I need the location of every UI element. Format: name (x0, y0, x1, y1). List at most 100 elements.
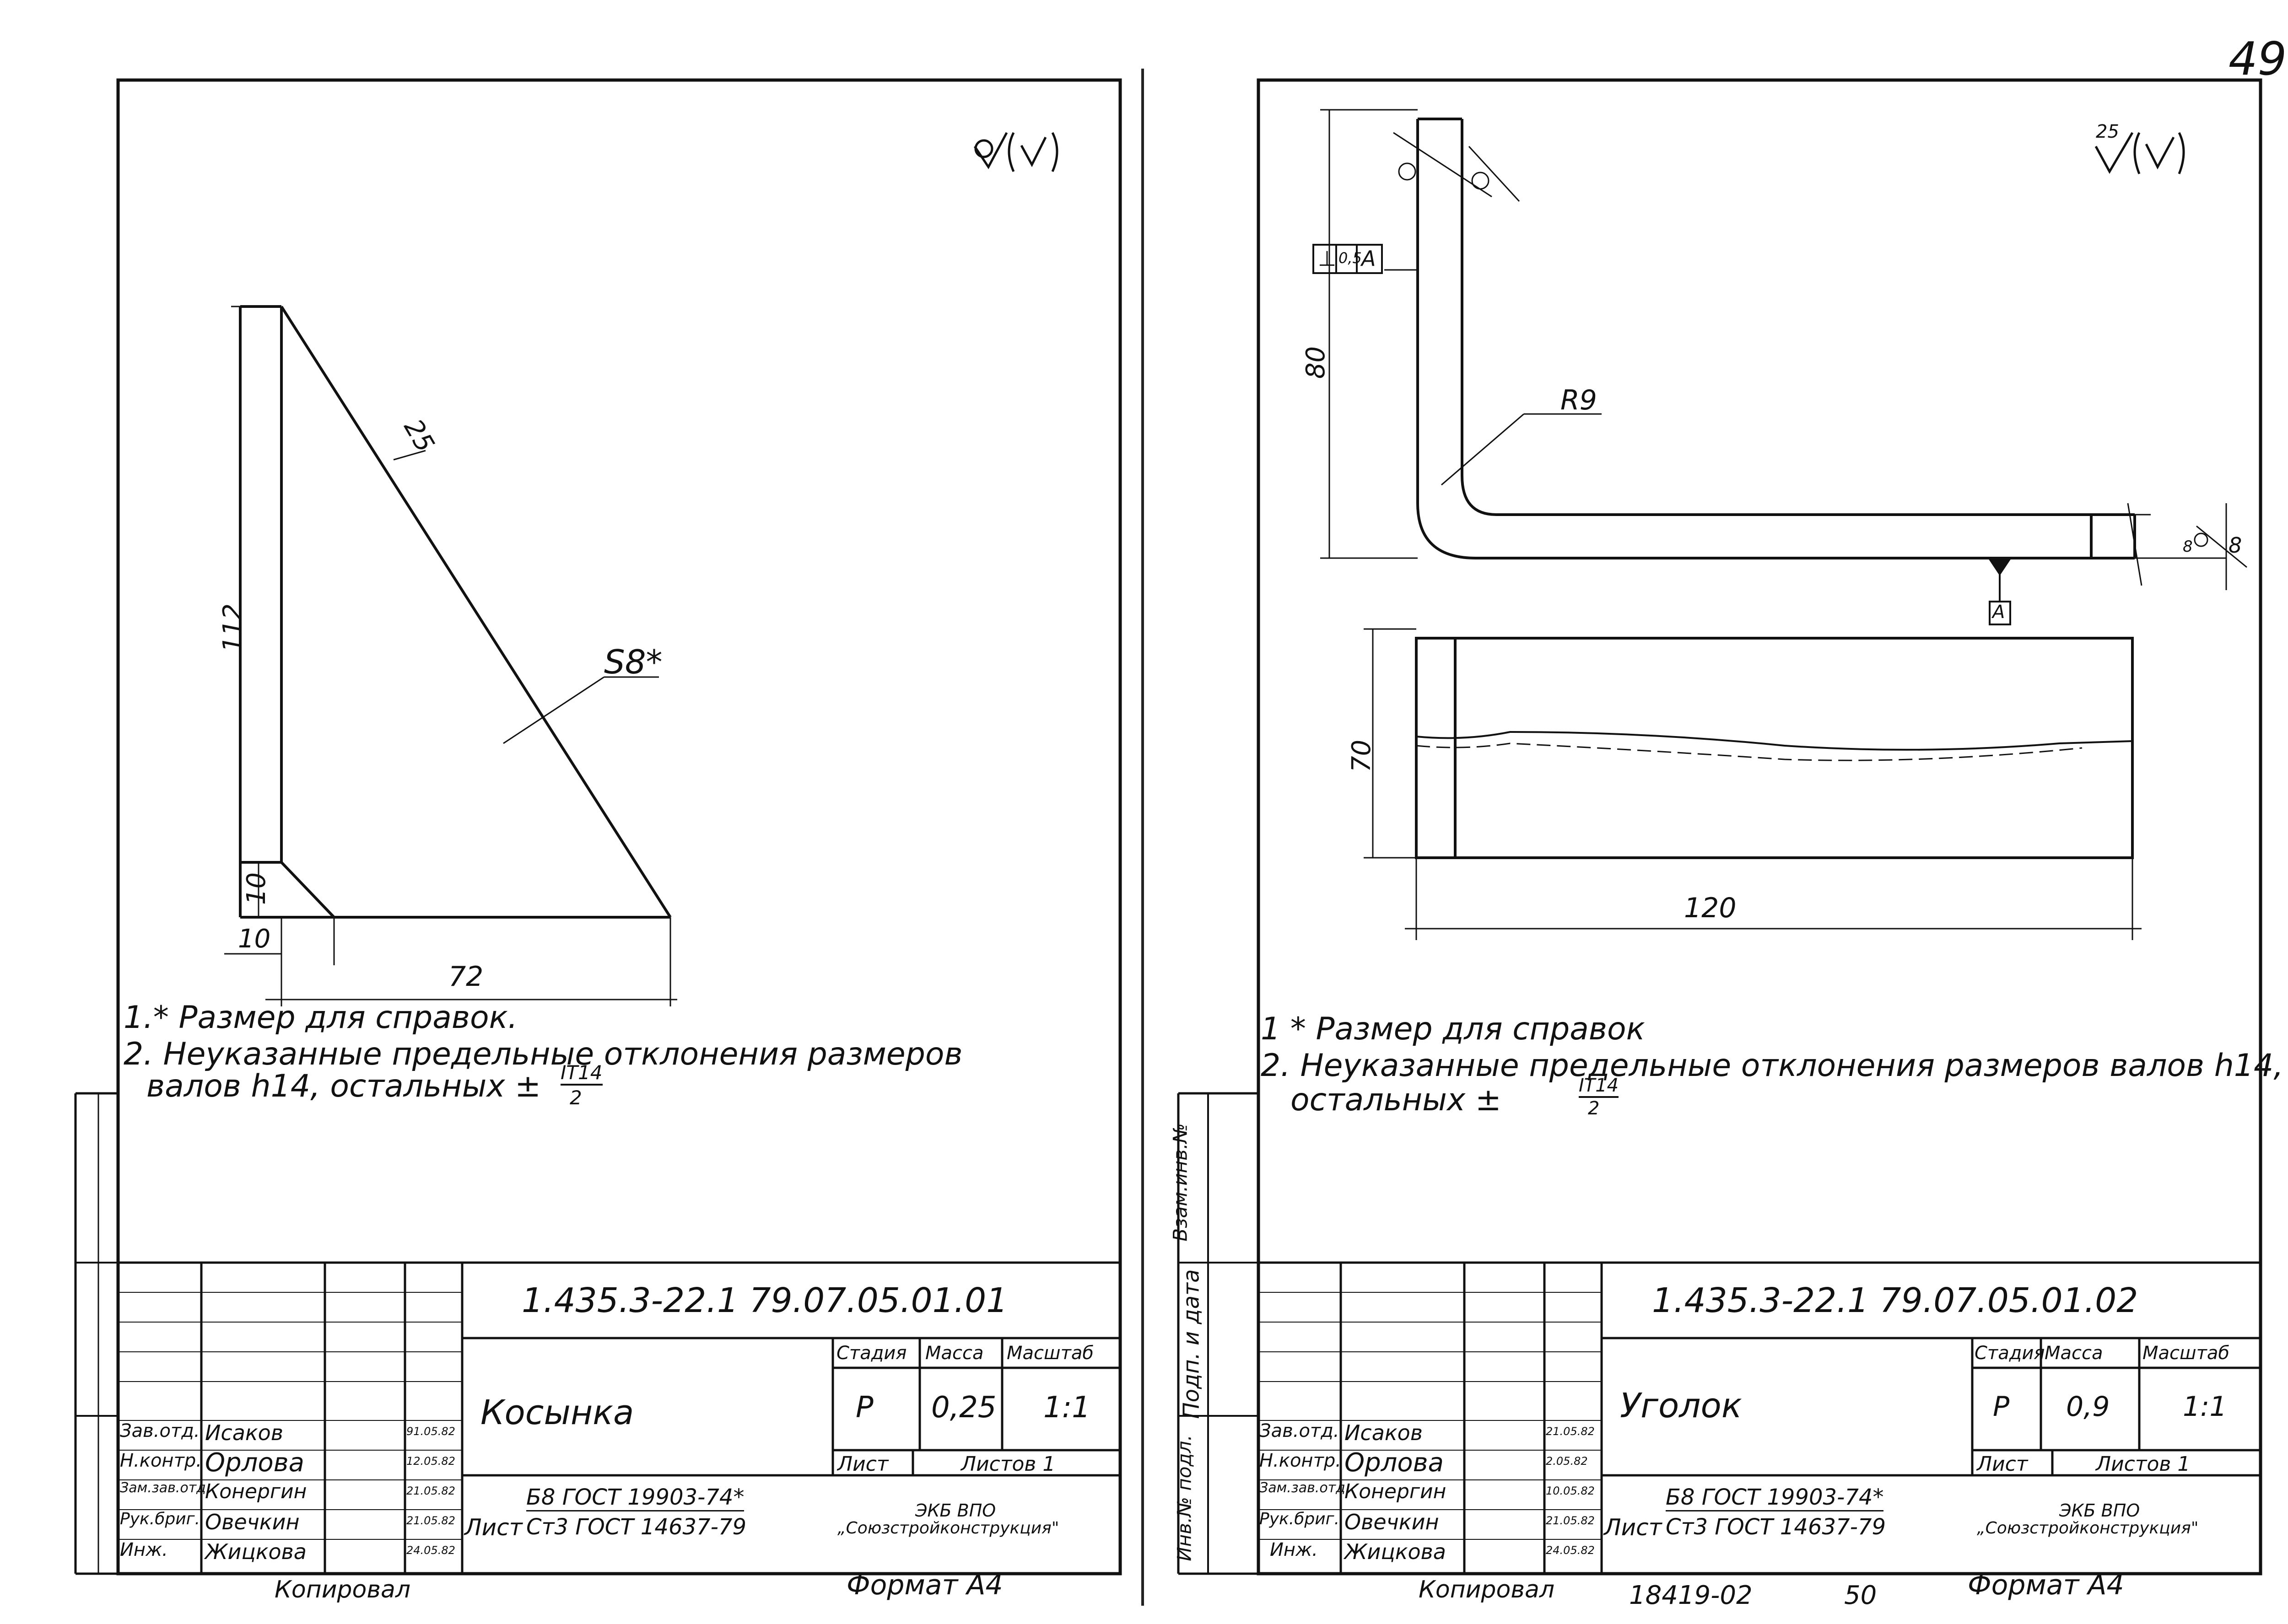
angle-front-view (1415, 637, 2134, 859)
format-label: Формат А4 (847, 1569, 1003, 1601)
dim-small-h: 10 (238, 924, 271, 954)
lbl-sheet: Лист (837, 1452, 889, 1476)
org-top: ЭКБ ВПО (2059, 1500, 2140, 1521)
format-label: Формат А4 (1968, 1569, 2124, 1601)
dim-length: 120 (1684, 892, 1737, 924)
lbl-material: Лист (1604, 1514, 1662, 1541)
dim-small-v: 10 (242, 872, 272, 905)
drawing-gusset (74, 78, 1122, 1576)
note-fraction-den: 2 (1588, 1098, 1600, 1119)
dim-radius: R9 (1560, 384, 1597, 416)
tol-ref: A (1361, 246, 1376, 271)
org-bottom: „Союзстройконструкция" (837, 1519, 1059, 1538)
date-1: 2.05.82 (1546, 1455, 1588, 1468)
tol-symbol: ⊥ (1318, 246, 1337, 271)
datum-marker (1989, 558, 2011, 625)
roughness-value: 25 (2096, 121, 2119, 142)
name-0: Исаков (1344, 1420, 1423, 1445)
datum-letter: A (1992, 602, 2005, 623)
angle-dimension-lines (1320, 109, 2247, 590)
material-bottom: Ст3 ГОСТ 14637-79 (1666, 1514, 1886, 1540)
name-2: Конергин (205, 1480, 307, 1503)
role-1: Н.контр. (1259, 1450, 1341, 1471)
role-4: Инж. (1270, 1539, 1318, 1560)
material-bottom: Ст3 ГОСТ 14637-79 (526, 1514, 746, 1540)
hdr-mass: Масса (2045, 1343, 2103, 1364)
angle-profile (1416, 118, 2136, 559)
dim-base: 72 (448, 961, 484, 993)
note-fraction-num: IT14 (561, 1061, 603, 1086)
name-0: Исаков (205, 1420, 283, 1445)
roughness-mark (2094, 132, 2185, 174)
designation: 1.435.3-22.1 79.07.05.01.01 (522, 1281, 1008, 1320)
lbl-sheet: Лист (1977, 1452, 2028, 1476)
date-0: 91.05.82 (406, 1425, 455, 1438)
hdr-stage: Стадия (1975, 1343, 2045, 1364)
date-0: 21.05.82 (1546, 1425, 1595, 1438)
tol-value: 0,5 (1338, 249, 1362, 267)
dim-thickness: 8 (2229, 533, 2242, 558)
date-4: 24.05.82 (1546, 1544, 1595, 1557)
archive-page: 50 (1844, 1581, 1877, 1610)
role-1: Н.контр. (120, 1450, 202, 1471)
role-3: Рук.бриг. (120, 1510, 200, 1528)
designation: 1.435.3-22.1 79.07.05.01.02 (1652, 1281, 2138, 1320)
note-2: 2. Неуказанные предельные отклонения раз… (124, 1036, 963, 1072)
hdr-mass: Масса (925, 1343, 984, 1364)
org-top: ЭКБ ВПО (915, 1500, 996, 1521)
side-replace: Взам.инв.№ (1169, 1123, 1192, 1242)
side-inv: Инв.№ подл. (1173, 1435, 1196, 1561)
title-block-grid (1258, 1261, 2261, 1574)
dim-height: 70 (1347, 739, 1377, 773)
title-block-rows (118, 1292, 462, 1540)
note-2-cont: остальных ± (1290, 1082, 1501, 1118)
hdr-scale: Масштаб (2142, 1343, 2230, 1364)
note-fraction-num: IT14 (1579, 1075, 1619, 1098)
note-2-cont: валов h14, остальных ± (146, 1068, 541, 1104)
front-dimension-lines (1364, 628, 2142, 940)
sheet-left: 112 25 10 10 72 S8* 1.* Размер для справ… (74, 78, 1122, 1603)
drawing-angle (1177, 78, 2262, 1576)
part-name: Уголок (1620, 1386, 1742, 1425)
note-2: 2. Неуказанные предельные отклонения раз… (1261, 1048, 2283, 1084)
lbl-material: Лист (464, 1514, 523, 1541)
val-stage: Р (856, 1391, 874, 1425)
dim-thickness: S8* (604, 643, 663, 681)
role-3: Рук.бриг. (1259, 1510, 1340, 1528)
material-top: Б8 ГОСТ 19903-74* (526, 1484, 745, 1511)
val-mass: 0,25 (931, 1391, 997, 1425)
role-0: Зав.отд. (1259, 1420, 1339, 1441)
org-bottom: „Союзстройконструкция" (1977, 1519, 2199, 1538)
dim-vertical: 80 (1301, 346, 1331, 379)
hdr-scale: Масштаб (1007, 1343, 1094, 1364)
sheet-right: Инв.№ подл. Подп. и дата Взам.инв.№ 80 R… (1144, 0, 2288, 1624)
note-fraction-den: 2 (570, 1086, 582, 1109)
date-3: 21.05.82 (1546, 1514, 1595, 1527)
note-1: 1 * Размер для справок (1261, 1011, 1645, 1047)
role-2: Зам.зав.отд. (120, 1480, 210, 1496)
name-1: Орлова (1344, 1448, 1444, 1478)
part-name: Косынка (480, 1393, 634, 1432)
dimension-lines (224, 306, 677, 1006)
name-4: Жицкова (205, 1539, 307, 1564)
date-3: 21.05.82 (406, 1514, 455, 1527)
page-number: 49 (2229, 32, 2287, 86)
val-scale: 1:1 (1043, 1391, 1090, 1425)
role-0: Зав.отд. (120, 1420, 200, 1441)
side-sign: Подп. и дата (1178, 1269, 1204, 1419)
gusset-outline (239, 305, 672, 919)
name-4: Жицкова (1344, 1539, 1446, 1564)
title-block-grid (118, 1261, 1120, 1574)
material-top: Б8 ГОСТ 19903-74* (1666, 1484, 1884, 1511)
date-2: 21.05.82 (406, 1484, 455, 1497)
role-2: Зам.зав.отд. (1259, 1480, 1350, 1496)
date-1: 12.05.82 (406, 1455, 455, 1468)
role-4: Инж. (120, 1539, 168, 1560)
name-3: Овечкин (1344, 1510, 1439, 1534)
title-block-rows (1258, 1292, 1602, 1540)
name-1: Орлова (205, 1448, 304, 1478)
frame-border (1257, 78, 2262, 1576)
copied-label: Копировал (1419, 1576, 1555, 1603)
copied-label: Копировал (275, 1576, 411, 1603)
lbl-sheets: Листов 1 (961, 1452, 1056, 1476)
